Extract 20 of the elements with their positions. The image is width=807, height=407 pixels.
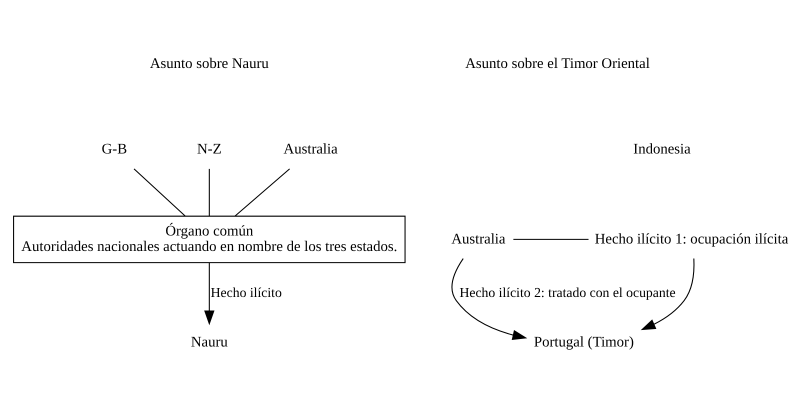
connector <box>208 168 210 216</box>
node-text: Australia <box>450 231 505 248</box>
node-text: G-B <box>101 142 127 158</box>
connector <box>234 168 290 217</box>
node-text: Australia <box>283 142 338 158</box>
edge-label: Hecho ilícito 2: tratado con el ocupante <box>458 284 676 300</box>
label: Asunto sobre el Timor Oriental <box>464 56 650 72</box>
node-text: N-Z <box>196 142 222 158</box>
node-text: Nauru <box>190 334 228 351</box>
label: Indonesia <box>632 142 690 158</box>
node-text: Portugal (Timor) <box>533 334 634 351</box>
node-box: Órgano común Autoridades nacionales actuando en nombre de los tres estados. <box>12 216 406 264</box>
arrow <box>204 262 214 326</box>
arrow <box>640 258 694 330</box>
node-text: Hecho ilícito 1: ocupación ilícita <box>594 231 788 248</box>
connector <box>133 168 186 217</box>
label: Asunto sobre Nauru <box>149 56 268 72</box>
edge-label: Hecho ilícito <box>210 284 282 300</box>
connector <box>512 238 588 240</box>
arrow <box>451 258 527 340</box>
